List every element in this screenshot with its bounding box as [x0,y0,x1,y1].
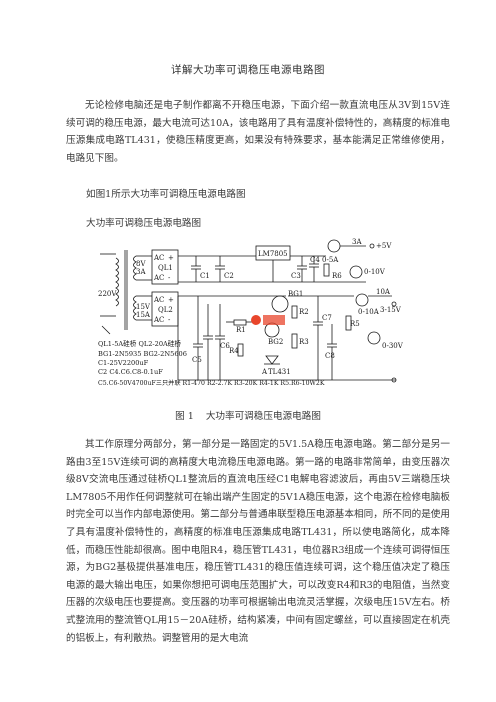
svg-text:R4: R4 [229,347,239,355]
svg-text:-: - [168,274,171,282]
svg-text:R3: R3 [299,338,309,346]
meter-0-5a-label: 0-5A [322,256,339,264]
label-8v: 8V [136,260,146,268]
svg-text:QL2: QL2 [158,306,173,314]
body-paragraph: 其工作原理分两部分，第一部分是一路固定的5V1.5A稳压电源电路。第二部分是另一… [66,439,450,644]
label-220v: 220V [98,290,117,298]
label-lm7805: LM7805 [258,250,288,258]
output-3-15v: 3-15V [380,306,402,314]
intro-paragraph: 无论检修电脑还是电子制作都离不开稳压电源，下面介绍一款直流电压从3V到15V连续… [66,100,450,164]
meter-0-10v-label: 0-10V [364,268,386,276]
svg-text:R2: R2 [299,308,309,316]
label-15v: 15V [136,303,151,311]
document-title: 详解大功率可调稳压电源电路图 [171,64,325,76]
figure-caption: 图 1 大功率可调稳压电源电路图 [0,408,496,422]
svg-text:C6: C6 [220,342,230,350]
svg-text:3A: 3A [352,238,362,246]
svg-text:C8: C8 [325,352,335,360]
caption-number: 图 1 [175,411,194,422]
svg-text:+: + [168,254,174,262]
svg-text:C3: C3 [291,272,301,280]
bridge-ql1 [151,249,179,285]
svg-text:C5: C5 [192,356,202,364]
svg-text:C7: C7 [322,314,332,322]
svg-text:C2: C2 [224,272,234,280]
label-3a: 3A [136,268,146,276]
svg-text:AC: AC [153,274,164,282]
svg-text:R5: R5 [350,320,360,328]
regulator-tl431: TL431 [268,368,291,376]
figure-heading: 大功率可调稳压电源电路图 [86,218,202,229]
legend-line-3: C1-25V2200uF [98,359,149,367]
svg-text:C1: C1 [200,272,210,280]
watermark-logo [251,315,285,325]
legend-line-1: QL1-5A硅桥 QL2-20A硅桥 [98,339,181,348]
caption-text: 大功率可调稳压电源电路图 [205,411,321,422]
circuit-diagram: 220V 8V 3A 15V 15A AC + QL1 AC - AC + QL… [98,238,404,387]
svg-text:10A: 10A [376,288,391,296]
svg-text:AC: AC [153,254,164,262]
legend-line-2: BG1-2N5935 BG2-2N5606 [98,350,187,358]
svg-text:AC: AC [153,296,164,304]
svg-text:+: + [168,296,174,304]
svg-text:-: - [168,316,171,324]
meter-0-10a-label: 0-10A [358,308,380,316]
svg-text:AC: AC [153,316,164,324]
transistor-bg1: BG1 [288,290,303,298]
svg-text:A: A [261,368,268,376]
legend-line-5: C5.C6-50V4700uF三只并联 R1-470 R2-2.7K R3-20… [98,379,325,387]
transformer [100,250,152,335]
meter-0-30v-label: 0-30V [382,342,404,350]
label-15a: 15A [136,311,151,319]
svg-text:C4: C4 [310,256,320,264]
figure-reference: 如图1所示大功率可调稳压电源电路图 [86,189,246,200]
transistor-bg2: BG2 [268,338,283,346]
svg-text:QL1: QL1 [158,264,173,272]
svg-text:R6: R6 [332,272,342,280]
legend-line-4: C2 C4.C6.C8-0.1uF [98,368,163,376]
svg-text:R1: R1 [236,326,246,334]
output-5v: +5V [376,242,392,250]
